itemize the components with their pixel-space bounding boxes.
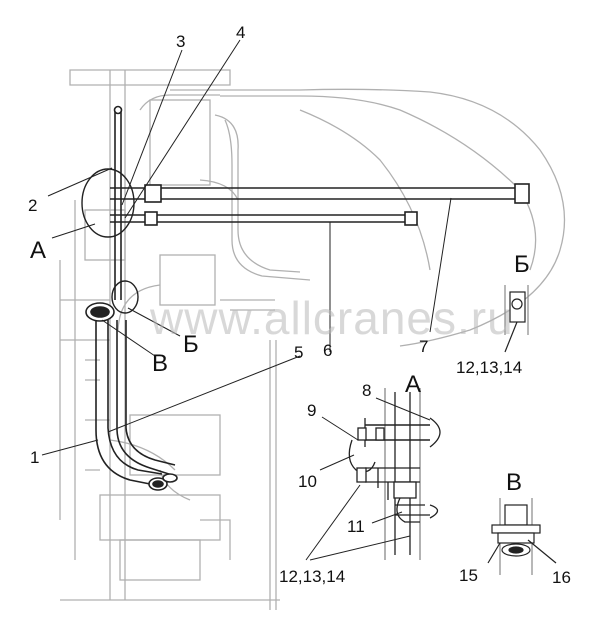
detail-b xyxy=(504,285,529,353)
fastener-set-a: 12,13,14 xyxy=(279,567,345,586)
part-label-1: 1 xyxy=(30,448,39,467)
line-5-outer xyxy=(116,320,173,476)
view-letter-v-main: В xyxy=(152,350,168,377)
view-letter-b-main: Б xyxy=(183,331,199,358)
view-letter-a-detail: А xyxy=(405,371,421,398)
leader-lines xyxy=(41,39,452,456)
line-1-outer xyxy=(95,320,161,487)
line-7-end-fitting xyxy=(514,183,530,204)
detail-a xyxy=(348,388,441,560)
line-5-inner xyxy=(125,320,176,466)
machine-body-outline xyxy=(59,69,566,610)
view-letters: А Б В А Б В xyxy=(30,237,530,496)
part-label-3: 3 xyxy=(176,32,185,51)
view-b-circle xyxy=(111,280,139,314)
part-label-9: 9 xyxy=(307,401,316,420)
view-letter-a-main: А xyxy=(30,237,46,264)
view-letter-v-detail: В xyxy=(506,469,522,496)
part-label-11: 11 xyxy=(347,517,365,536)
watermark-text: www.allcranes.ru xyxy=(149,292,514,344)
view-a-circle xyxy=(81,168,135,238)
part-label-7: 7 xyxy=(419,337,428,356)
line-1-inner xyxy=(107,320,163,475)
detail-v xyxy=(487,498,557,575)
part-numbers: 1 2 3 4 5 6 7 8 9 10 11 15 16 12,13,14 1… xyxy=(28,23,571,587)
part-label-8: 8 xyxy=(362,381,371,400)
detail-a-leaders xyxy=(305,397,431,561)
part-label-2: 2 xyxy=(28,196,37,215)
part-label-10: 10 xyxy=(298,472,317,491)
part-label-4: 4 xyxy=(236,23,245,42)
hydraulic-lines xyxy=(85,105,530,491)
part-label-15: 15 xyxy=(459,566,478,585)
part-label-6: 6 xyxy=(323,341,332,360)
view-letter-b-detail: Б xyxy=(514,251,530,278)
part-label-5: 5 xyxy=(294,343,303,362)
view-markers xyxy=(81,168,139,314)
fastener-set-b: 12,13,14 xyxy=(456,358,522,377)
part-label-16: 16 xyxy=(552,568,571,587)
line-6-end-fitting xyxy=(404,211,418,226)
